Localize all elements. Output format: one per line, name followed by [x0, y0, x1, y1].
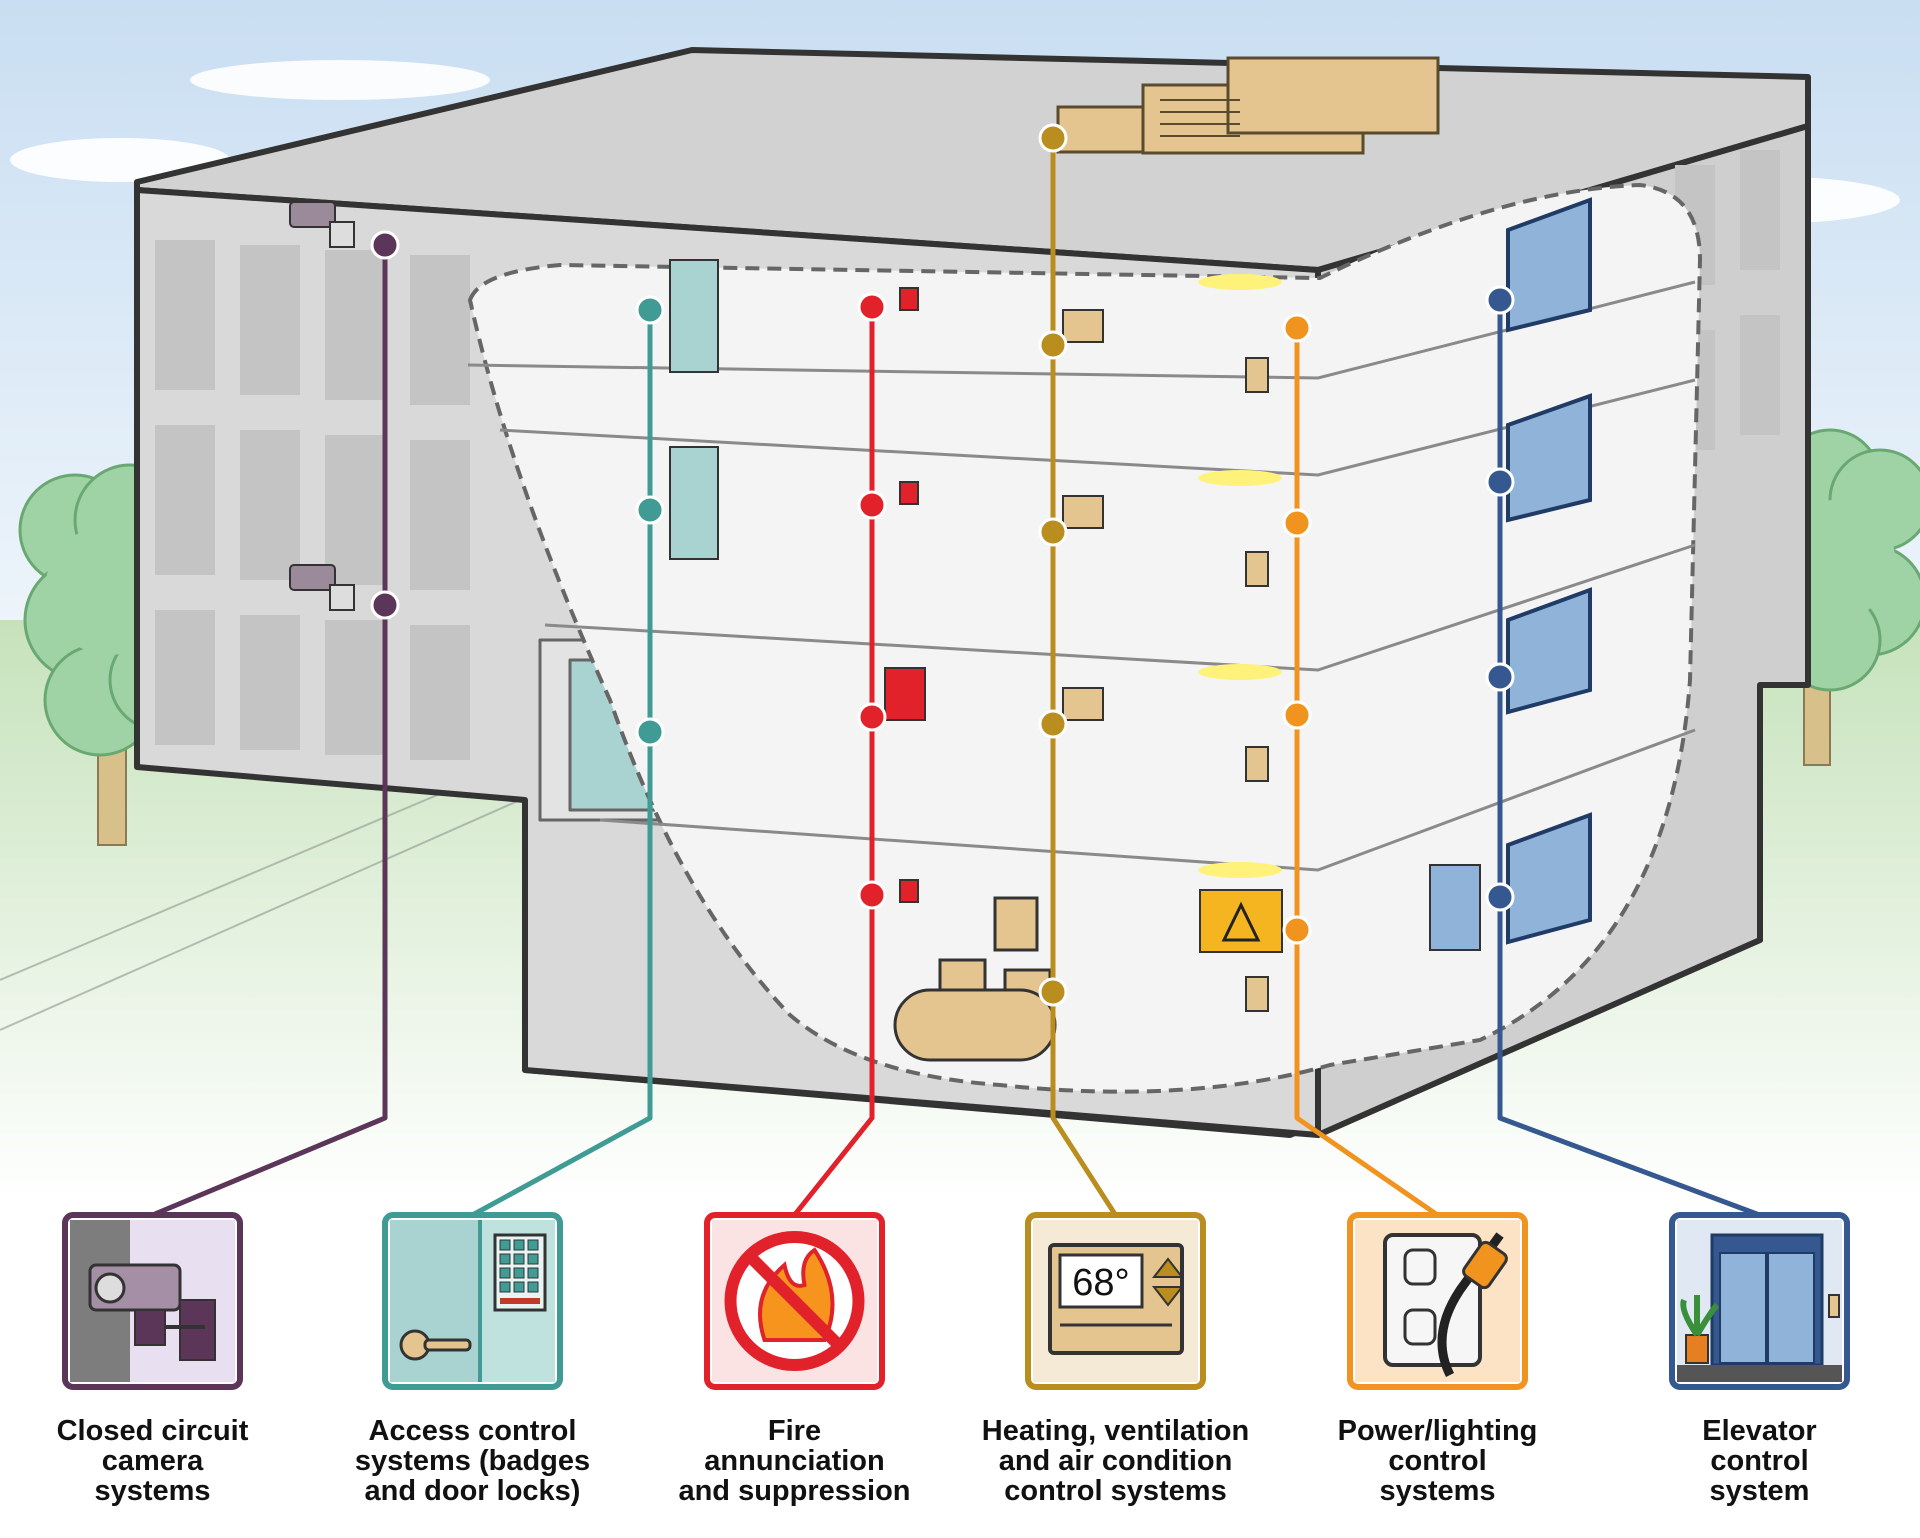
system-connectors: [151, 123, 1761, 1218]
power-connector-line: [1294, 328, 1439, 1218]
hvac-caption-line: control systems: [1004, 1475, 1227, 1507]
cctv-caption-line: systems: [94, 1475, 211, 1507]
fire-connector-line: [792, 305, 875, 1217]
elevator-caption-line: system: [1709, 1475, 1810, 1507]
cctv-device-node: [370, 230, 400, 260]
access-caption-line: Access control: [368, 1415, 577, 1447]
thermostats: [1062, 309, 1104, 721]
rooftop-hvac-units: [1056, 56, 1440, 155]
elevator-device-node: [1485, 467, 1515, 497]
hvac-caption-line: and air condition: [998, 1445, 1233, 1477]
fire-alarms: [884, 287, 926, 903]
doors: [669, 259, 719, 560]
thermostat-icon: 68°: [1025, 1212, 1206, 1390]
electrical-warning: [1221, 901, 1261, 942]
access-device-node: [635, 295, 665, 325]
elevator-connector-line: [1497, 298, 1761, 1218]
access-caption-line: systems (badges: [354, 1445, 591, 1477]
boiler: [893, 896, 1057, 1062]
keypad-door-lock-icon: [382, 1212, 563, 1390]
security-camera-icon: [62, 1212, 243, 1390]
elevator-caption-line: control: [1710, 1445, 1809, 1477]
outlets: [1245, 357, 1269, 1012]
hvac-connector-line: [1050, 138, 1118, 1217]
elevator-device-node: [1485, 285, 1515, 315]
thermostat-reading: 68°: [1072, 1262, 1129, 1304]
access-device-node: [635, 495, 665, 525]
hvac-caption-line: Heating, ventilation: [981, 1415, 1250, 1447]
hvac-device-node: [1038, 709, 1068, 739]
hvac-device-node: [1038, 123, 1068, 153]
fire-device-node: [857, 292, 887, 322]
fire-caption-line: annunciation: [704, 1445, 885, 1477]
cctv-caption-line: Closed circuit: [56, 1415, 249, 1447]
power-caption-line: systems: [1379, 1475, 1496, 1507]
hvac-device-node: [1038, 977, 1068, 1007]
power-caption-line: Power/lighting: [1337, 1415, 1538, 1447]
power-device-node: [1282, 700, 1312, 730]
no-fire-icon: [704, 1212, 885, 1390]
fire-caption-line: and suppression: [678, 1475, 911, 1507]
fire-caption-line: Fire: [767, 1415, 822, 1447]
hvac-device-node: [1038, 517, 1068, 547]
access-device-node: [635, 717, 665, 747]
security-cameras: [289, 201, 355, 611]
access-connector-line: [471, 308, 653, 1218]
cctv-device-node: [370, 590, 400, 620]
elevator-device-node: [1485, 882, 1515, 912]
elevators: [1506, 197, 1592, 945]
cctv-caption-line: camera: [101, 1445, 204, 1477]
fire-device-node: [857, 880, 887, 910]
power-device-node: [1282, 508, 1312, 538]
system-icon-tiles: 68°: [62, 1212, 1850, 1390]
fire-device-node: [857, 490, 887, 520]
power-device-node: [1282, 915, 1312, 945]
lawn-lines: [0, 759, 521, 1031]
electrical-panel: [1199, 889, 1283, 953]
elevator-icon: [1669, 1212, 1850, 1390]
cctv-connector-line: [151, 240, 388, 1218]
power-outlet-plug-icon: [1347, 1212, 1528, 1390]
elevator-caption-line: Elevator: [1702, 1415, 1817, 1447]
access-caption-line: and door locks): [364, 1475, 581, 1507]
cutaway-interior: [467, 182, 1703, 1094]
control-box: [1429, 864, 1481, 951]
power-device-node: [1282, 313, 1312, 343]
ceiling-lights: [1198, 274, 1282, 878]
fire-device-node: [857, 702, 887, 732]
power-caption-line: control: [1388, 1445, 1487, 1477]
hvac-device-node: [1038, 330, 1068, 360]
elevator-device-node: [1485, 662, 1515, 692]
